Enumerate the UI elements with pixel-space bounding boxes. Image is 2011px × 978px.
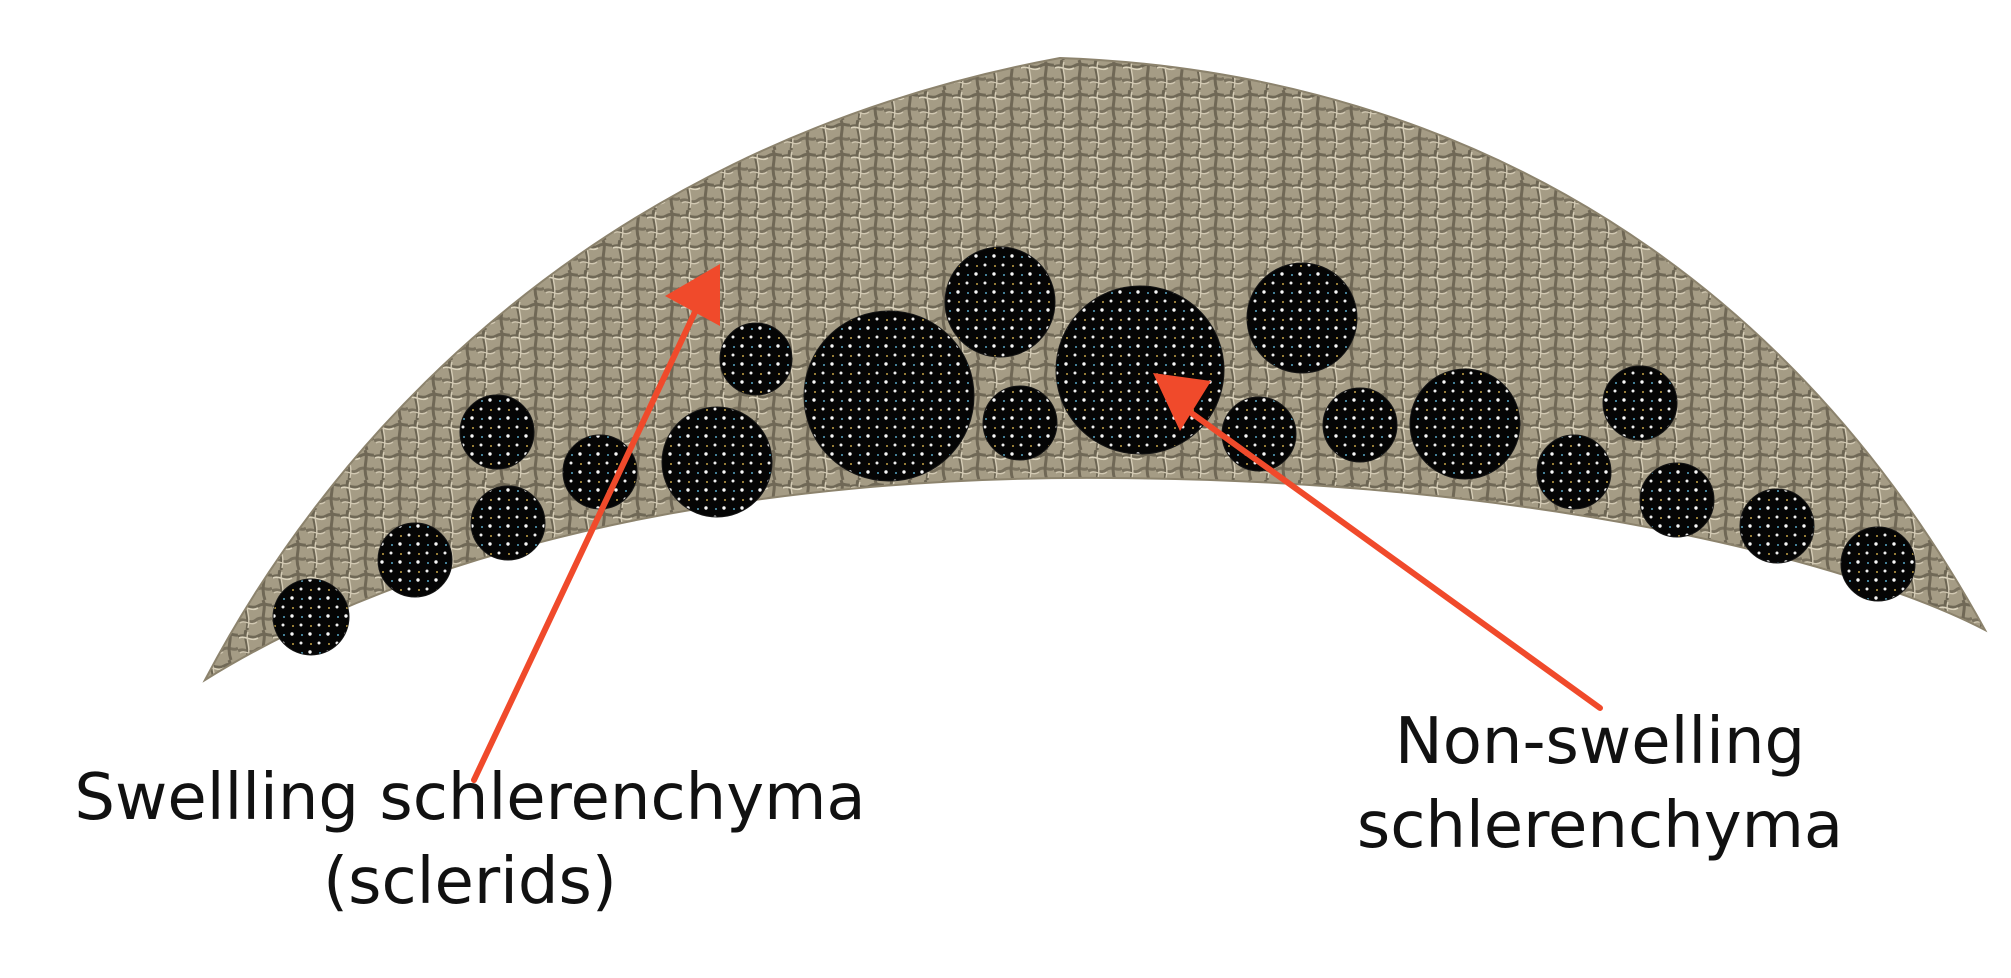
- sclerenchyma-cluster: [1639, 462, 1715, 538]
- swelling-arrow-shaft: [471, 309, 698, 783]
- sclerenchyma-cluster: [1409, 368, 1521, 480]
- sclerenchyma-cluster: [944, 246, 1056, 358]
- sclerenchyma-cluster: [982, 385, 1058, 461]
- swelling-label-line-2: (sclerids): [323, 845, 617, 919]
- sclerenchyma-cluster: [1536, 434, 1612, 510]
- sclerenchyma-cluster: [661, 406, 773, 518]
- sclerenchyma-cluster: [803, 310, 975, 482]
- non-swelling-label-line-1: Non-swelling: [1394, 705, 1806, 779]
- non-swelling-schlerenchyma-label: Non-swelling schlerenchyma: [1290, 700, 1910, 868]
- swelling-label-line-1: Swellling schlerenchyma: [74, 761, 866, 835]
- swelling-arrow-head: [665, 264, 720, 326]
- annotation-arrows: [471, 264, 1603, 783]
- sclerenchyma-cluster: [459, 394, 535, 470]
- sclerenchyma-cluster: [1322, 387, 1398, 463]
- non-swelling-arrow-head: [1153, 373, 1211, 431]
- sclerenchyma-cluster: [1602, 365, 1678, 441]
- sclerenchyma-cluster: [719, 322, 793, 396]
- swelling-schlerenchyma-label: Swellling schlerenchyma (sclerids): [30, 756, 910, 924]
- sclerenchyma-cluster: [1055, 285, 1225, 455]
- sclerenchyma-cluster: [377, 522, 453, 598]
- non-swelling-label-line-2: schlerenchyma: [1356, 789, 1844, 863]
- sclerenchyma-cluster: [562, 434, 638, 510]
- sclerenchyma-cluster: [470, 485, 546, 561]
- non-swelling-arrow-shaft: [1187, 409, 1603, 711]
- sclerenchyma-cluster: [1246, 262, 1358, 374]
- sclerenchyma-cluster: [1840, 526, 1916, 602]
- sclerenchyma-cluster: [1739, 488, 1815, 564]
- sclerenchyma-cluster: [272, 578, 350, 656]
